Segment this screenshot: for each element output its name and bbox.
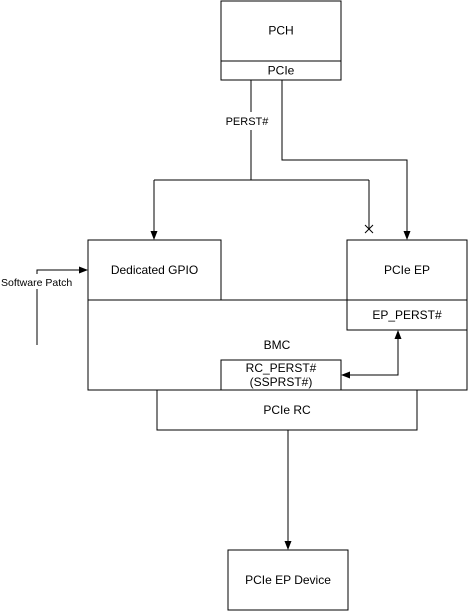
pcie-device-arrowhead [284, 541, 292, 550]
pcie-ep-device-label: PCIe EP Device [245, 573, 331, 587]
software-patch-label-bg [0, 274, 76, 289]
pcie-ep-label: PCIe EP [384, 263, 430, 277]
perst-edge[interactable] [150, 80, 374, 240]
ep-perst-node[interactable]: EP_PERST# [346, 299, 468, 331]
pcie-ep-device-node[interactable]: PCIe EP Device [227, 549, 349, 611]
pcie-edge[interactable] [281, 80, 411, 240]
pch-pcie-port[interactable]: PCIe [220, 60, 342, 81]
pcie-rc-label: PCIe RC [263, 403, 311, 417]
blocked-x-icon [364, 224, 374, 234]
ep-perst-arrowhead [394, 330, 402, 339]
pcie-ep-node[interactable]: PCIe EP [346, 239, 468, 301]
rc-perst-node[interactable]: RC_PERST# (SSPRST#) [220, 359, 342, 391]
pcie-rc-node[interactable]: PCIe RC [156, 389, 418, 431]
bmc-label: BMC [264, 338, 291, 352]
rc-perst-label-line2: (SSPRST#) [250, 375, 313, 389]
pch-pcie-label: PCIe [268, 64, 295, 78]
perst-gpio-arrowhead [150, 231, 158, 240]
pcie-ep-arrowhead [403, 231, 411, 240]
software-patch-arrowhead [79, 266, 88, 274]
software-patch-edge[interactable] [36, 266, 88, 346]
dedicated-gpio-label: Dedicated GPIO [111, 263, 198, 277]
pch-label: PCH [268, 24, 293, 38]
perst-edge-label: PERST# [226, 116, 270, 128]
ep-perst-label: EP_PERST# [372, 308, 442, 322]
dedicated-gpio-node[interactable]: Dedicated GPIO [87, 239, 222, 301]
rc-perst-label-line1: RC_PERST# [246, 361, 317, 375]
pcie-rc-device-edge[interactable] [284, 430, 292, 550]
rc-perst-arrowhead [341, 371, 350, 379]
pch-node[interactable]: PCH [220, 0, 342, 62]
rc-ep-perst-edge[interactable] [341, 330, 402, 379]
software-patch-label: Software Patch [1, 277, 72, 289]
